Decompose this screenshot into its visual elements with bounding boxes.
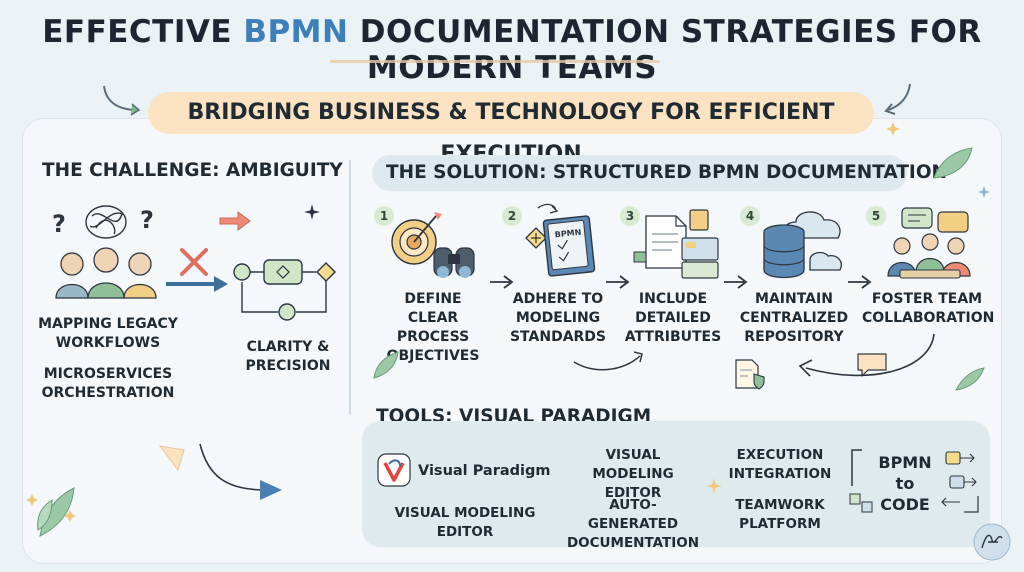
clarity-label: CLARITY & PRECISION [245,339,331,374]
tools-panel [362,421,990,547]
svg-text:?: ? [140,206,154,234]
step-label-1: DEFINE CLEAR PROCESS OBJECTIVES [386,291,480,364]
signature-logo-icon [973,523,1011,561]
step-number-2: 2 [502,206,522,226]
step-number-1: 1 [374,206,394,226]
blocked-x-icon [180,248,208,276]
step-label-3: INCLUDE DETAILED ATTRIBUTES [624,291,722,345]
tool-feature-execution: EXECUTION INTEGRATION [728,447,832,482]
arrow-right-blue-icon [166,276,228,292]
tool-feature-editor: VISUAL MODELING EDITOR [592,447,674,501]
logo-caption: VISUAL MODELING EDITOR [394,505,536,540]
leaf-decor-top-icon [933,147,973,179]
bpmn-to-code-label: BPMN to CODE [878,453,932,514]
flow-arrow-down-icon [158,443,282,500]
svg-text:?: ? [52,210,66,238]
step-arrow-icon [724,275,748,289]
database-cloud-icon [763,211,842,279]
leaf-decor-icon [955,367,985,391]
confused-team-icon: ? ? [52,205,157,299]
star-icon [886,122,900,136]
step-label-4: MAINTAIN CENTRALIZED REPOSITORY [739,291,849,345]
solution-heading: THE SOLUTION: STRUCTURED BPMN DOCUMENTAT… [386,162,948,183]
bracket-left-icon [849,449,873,513]
title-highlight: BPMN [243,14,349,50]
page-title: EFFECTIVE BPMN DOCUMENTATION STRATEGIES … [42,14,982,86]
book-title: BPMN [554,228,581,240]
loop-arrow-icon [573,351,643,371]
subtitle-banner: BRIDGING BUSINESS & TECHNOLOGY FOR EFFIC… [148,92,874,167]
detailed-documents-icon [633,209,719,279]
leaf-decor-icon [26,487,76,537]
visual-paradigm-logo-icon [377,453,411,487]
bpmn-book-icon: BPMN [525,203,596,277]
step-arrow-icon [848,275,872,289]
team-collaboration-icon [887,207,971,279]
curved-arrow-left-icon [103,85,141,116]
arrow-right-icon [219,211,251,231]
visual-paradigm-logo-text: Visual Paradigm [418,463,551,479]
title-underline [330,60,660,63]
step-label-2: ADHERE TO MODELING STANDARDS [509,291,607,345]
step-arrow-icon [606,275,630,289]
step-number-3: 3 [620,206,640,226]
chat-bubble-icon [857,353,887,377]
step-label-5: FOSTER TEAM COLLABORATION [862,291,995,326]
section-divider [349,160,351,415]
step-arrow-icon [490,275,514,289]
step-number-4: 4 [740,206,760,226]
step-number-5: 5 [866,206,886,226]
challenge-item-legacy: MAPPING LEGACY WORKFLOWS [38,316,178,351]
secure-document-icon [735,359,765,390]
sparkle-icon [304,204,320,220]
leaf-decor-icon [373,351,399,379]
code-flow-icon [941,451,979,513]
feedback-loop-arrow-icon [798,333,935,377]
curved-arrow-right-icon [884,83,911,115]
tool-feature-documentation: AUTO-GENERATED DOCUMENTATION [566,497,700,551]
sparkle-icon [706,478,722,494]
challenge-heading: THE CHALLENGE: AMBIGUITY [42,160,343,181]
clarity-flow-diagram [233,259,336,321]
solution-heading-pill [372,155,907,191]
tool-feature-teamwork: TEAMWORK PLATFORM [735,497,825,532]
challenge-item-microservices: MICROSERVICES ORCHESTRATION [41,366,175,401]
target-binoculars-icon [391,212,475,278]
star-icon [978,186,990,198]
